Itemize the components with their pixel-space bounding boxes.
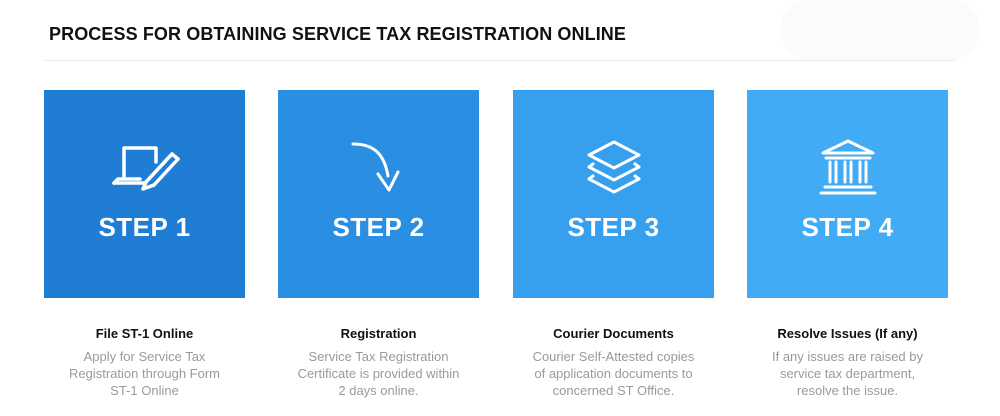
step-1: STEP 1 File ST-1 Online Apply for Servic… [44,90,245,398]
laptop-pen-icon [110,138,180,198]
step-3-label: STEP 3 [567,212,660,242]
step-4-desc-line: If any issues are raised by [771,349,924,364]
step-3: STEP 3 Courier Documents Courier Self-At… [513,90,714,398]
step-2-desc-line: Certificate is provided within [297,366,460,381]
step-4-label: STEP 4 [801,212,894,242]
step-1-label: STEP 1 [98,212,191,242]
step-1-desc-line: Registration through Form [68,366,220,381]
step-2-description: Service Tax Registration Certificate is … [288,348,469,399]
step-1-desc-line: Apply for Service Tax [83,349,206,364]
step-4: STEP 4 Resolve Issues (If any) If any is… [747,90,948,398]
bank-building-icon [813,138,883,198]
step-3-heading: Courier Documents [553,326,674,341]
step-4-desc-line: resolve the issue. [796,383,899,398]
step-3-desc-line: Courier Self-Attested copies [532,349,695,364]
step-2-box: STEP 2 [278,90,479,298]
step-3-box: STEP 3 [513,90,714,298]
step-1-heading: File ST-1 Online [95,326,194,341]
step-4-box: STEP 4 [747,90,948,298]
step-2: STEP 2 Registration Service Tax Registra… [278,90,479,398]
layers-icon [579,138,649,198]
step-4-description: If any issues are raised by service tax … [757,348,938,399]
step-3-desc-line: of application documents to [534,366,693,381]
curved-arrow-down-icon [344,138,414,198]
step-1-box: STEP 1 [44,90,245,298]
step-3-description: Courier Self-Attested copies of applicat… [523,348,704,399]
step-3-desc-line: concerned ST Office. [552,383,675,398]
step-2-label: STEP 2 [332,212,425,242]
corner-shade [780,0,980,60]
step-1-desc-line: ST-1 Online [110,383,179,398]
step-1-description: Apply for Service Tax Registration throu… [54,348,235,399]
steps-row: STEP 1 File ST-1 Online Apply for Servic… [44,90,948,398]
step-4-desc-line: service tax department, [779,366,916,381]
step-2-desc-line: 2 days online. [338,383,419,398]
step-2-heading: Registration [340,326,417,341]
step-4-heading: Resolve Issues (If any) [777,326,918,341]
page-title: PROCESS FOR OBTAINING SERVICE TAX REGIST… [49,24,627,44]
title-divider [44,60,956,61]
step-2-desc-line: Service Tax Registration [308,349,449,364]
